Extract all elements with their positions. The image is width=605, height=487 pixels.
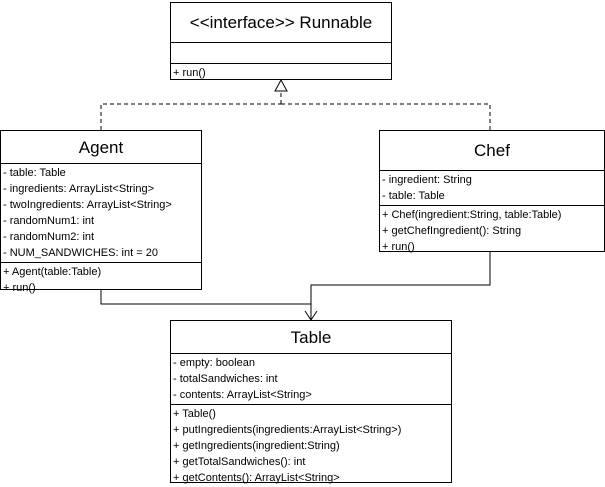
runnable-method: + run() [173, 67, 206, 79]
table-method: + Table() [173, 408, 216, 420]
chef-method: + getChefIngredient(): String [382, 225, 522, 237]
runnable-attributes-section [171, 43, 391, 64]
chef-method: + Chef(ingredient:String, table:Table) [382, 209, 562, 221]
agent-attribute: - randomNum2: int [3, 231, 95, 243]
runnable-interface-box[interactable]: <<interface>> Runnable + run() [170, 2, 392, 80]
runnable-title: <<interface>> Runnable [171, 3, 391, 43]
chef-attribute: - ingredient: String [382, 174, 472, 186]
agent-attribute: - randomNum1: int [3, 215, 95, 227]
agent-attributes-section: - table: Table - ingredients: ArrayList<… [1, 164, 201, 263]
chef-uses-table-edge [310, 252, 491, 319]
table-title: Table [171, 321, 451, 354]
agent-attribute: - NUM_SANDWICHES: int = 20 [3, 247, 158, 259]
table-attribute: - empty: boolean [173, 357, 255, 369]
agent-methods-section: + Agent(table:Table) + run() [1, 263, 201, 297]
agent-title: Agent [1, 131, 201, 164]
agent-attribute: - ingredients: ArrayList<String> [3, 183, 155, 195]
table-method: + getTotalSandwiches(): int [173, 456, 306, 468]
chef-attribute: - table: Table [382, 190, 445, 202]
chef-realizes-runnable-edge [281, 103, 491, 130]
table-attribute: - contents: ArrayList<String> [173, 389, 312, 401]
agent-method: + run() [3, 282, 36, 294]
agent-attribute: - twoIngredients: ArrayList<String> [3, 199, 172, 211]
agent-class-box[interactable]: Agent - table: Table - ingredients: Arra… [0, 130, 202, 294]
table-attributes-section: - empty: boolean - totalSandwiches: int … [171, 354, 451, 405]
agent-attribute: - table: Table [3, 167, 66, 179]
agent-realizes-runnable-edge [100, 103, 281, 130]
realization-arrowhead [274, 78, 288, 92]
chef-methods-section: + Chef(ingredient:String, table:Table) +… [380, 206, 604, 256]
chef-attributes-section: - ingredient: String - table: Table [380, 171, 604, 206]
table-method: + getIngredients(ingredient:String) [173, 440, 340, 452]
table-attribute: - totalSandwiches: int [173, 373, 278, 385]
runnable-methods-section: + run() [171, 64, 391, 82]
table-method: + putIngredients(ingredients:ArrayList<S… [173, 424, 402, 436]
table-methods-section: + Table() + putIngredients(ingredients:A… [171, 405, 451, 487]
table-method: + getContents(): ArrayList<String> [173, 472, 340, 484]
chef-class-box[interactable]: Chef - ingredient: String - table: Table… [379, 130, 605, 253]
chef-method: + run() [382, 241, 415, 253]
agent-method: + Agent(table:Table) [3, 266, 102, 278]
chef-title: Chef [380, 131, 604, 171]
table-class-box[interactable]: Table - empty: boolean - totalSandwiches… [170, 320, 452, 484]
